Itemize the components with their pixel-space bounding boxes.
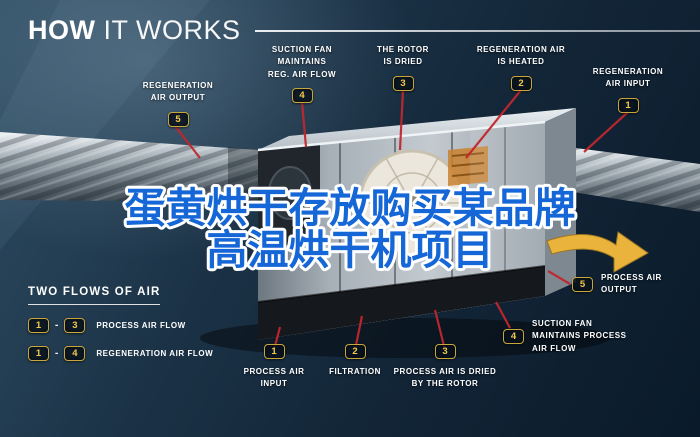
callout-label: PROCESS AIR IS DRIED BY THE ROTOR [393,367,497,389]
title-light: IT WORKS [103,15,241,45]
callout-regeneration-air-output: REGENERATION AIR OUTPUT 5 [128,80,228,127]
callout-label: PROCESS AIR INPUT [243,367,305,389]
step-badge: 5 [572,276,593,292]
step-badge: 1 [617,97,639,113]
callout-process-air-output: 5 PROCESS AIR OUTPUT [572,272,662,297]
title-strong: HOW [28,15,96,45]
legend-row-regeneration: 1 - 4 REGENERATION AIR FLOW [28,346,213,361]
callout-label: REGENERATION AIR INPUT [592,67,664,89]
callout-regeneration-air-input: REGENERATION AIR INPUT 1 [578,66,678,113]
callout-label: SUCTION FAN MAINTAINS REG. AIR FLOW [267,45,337,79]
step-badge: 4 [291,88,313,104]
step-badge: 3 [434,344,456,359]
legend-title: TWO FLOWS OF AIR [28,286,161,305]
title-rule [254,29,700,32]
step-badge: 2 [344,344,366,359]
step-badge: 4 [64,346,86,361]
callout-filtration: 2 FILTRATION [316,344,394,378]
right-air-duct [560,146,700,212]
inlet-port [268,166,312,220]
rotor-wheel [358,149,466,257]
callout-regeneration-air-heated: REGENERATION AIR IS HEATED 2 [462,44,580,91]
callout-label: FILTRATION [329,367,381,376]
flow-arrow-icon [546,231,649,273]
callout-label: REGENERATION AIR OUTPUT [142,81,214,103]
connector-lines [174,89,629,351]
step-badge: 1 [28,318,49,333]
callout-label: SUCTION FAN MAINTAINS PROCESS AIR FLOW [532,319,627,353]
callout-process-air-input: 1 PROCESS AIR INPUT [230,344,318,391]
callout-label: PROCESS AIR OUTPUT [601,273,662,295]
step-badge: 1 [28,346,49,361]
callout-suction-fan-reg: SUCTION FAN MAINTAINS REG. AIR FLOW 4 [252,44,352,104]
step-badge: 3 [64,318,86,333]
callout-process-air-dried: 3 PROCESS AIR IS DRIED BY THE ROTOR [390,344,500,391]
range-dash: - [55,320,59,331]
step-badge: 4 [503,329,524,345]
callout-label: THE ROTOR IS DRIED [377,45,429,67]
legend-two-flows: TWO FLOWS OF AIR 1 - 3 PROCESS AIR FLOW … [28,282,213,374]
step-badge: 2 [510,75,532,91]
legend-label: REGENERATION AIR FLOW [96,349,214,358]
legend-row-process: 1 - 3 PROCESS AIR FLOW [28,318,213,333]
machine-base [258,266,545,340]
legend-label: PROCESS AIR FLOW [96,321,186,330]
callout-rotor-is-dried: THE ROTOR IS DRIED 3 [358,44,448,91]
callout-suction-fan-process: 4 SUCTION FAN MAINTAINS PROCESS AIR FLOW [503,318,627,355]
step-badge: 1 [263,344,285,359]
step-badge: 5 [167,111,189,127]
step-badge: 3 [392,75,414,91]
left-air-duct [0,132,258,202]
callout-label: REGENERATION AIR IS HEATED [476,45,566,67]
range-dash: - [55,348,59,359]
